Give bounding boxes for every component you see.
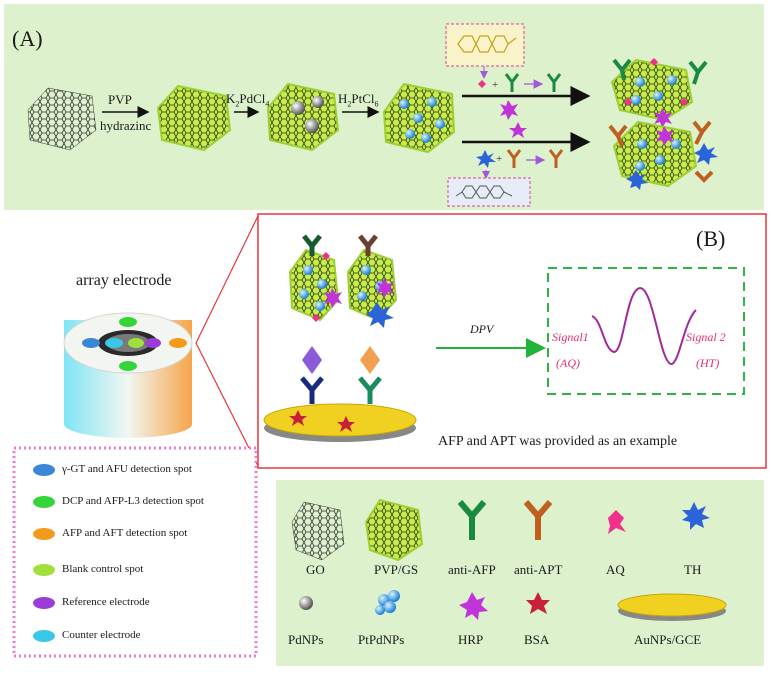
step3-h: H	[338, 91, 348, 106]
gce-disk-icon	[263, 403, 417, 437]
key-aunps-gce-label: AuNPs/GCE	[634, 632, 702, 647]
dpv-label: DPV	[470, 322, 494, 336]
step3-sub1: 2	[347, 99, 352, 109]
key-pdnps-icon	[299, 596, 313, 610]
legend-dot-1	[33, 496, 55, 508]
key-pvp-gs-label: PVP/GS	[374, 562, 419, 577]
th-structure-icon	[455, 185, 513, 199]
key-hrp-label: HRP	[458, 632, 484, 647]
step1-label-top: PVP	[108, 92, 132, 107]
legend-dot-5	[33, 630, 55, 642]
key-panel	[276, 480, 764, 666]
legend-label-1: DCP and AFP-L3 detection spot	[62, 495, 204, 507]
legend-label-4: Reference electrode	[62, 596, 150, 608]
legend-label-0: γ-GT and AFU detection spot	[62, 463, 192, 475]
key-aq-label: AQ	[606, 562, 625, 577]
legend-dot-3	[33, 564, 55, 576]
legend-label-2: AFP and AFT detection spot	[62, 527, 188, 539]
spot-counter-icon	[105, 338, 123, 348]
aq-structure-icon	[457, 35, 517, 53]
key-anti-apt-icon	[523, 500, 553, 540]
key-aq-icon	[608, 510, 626, 534]
legend-label-3: Blank control spot	[62, 563, 144, 575]
key-anti-apt-label: anti-APT	[514, 562, 563, 577]
probe-afp-product-icon	[610, 58, 708, 128]
key-th-label: TH	[684, 562, 702, 577]
spot-top-icon	[119, 317, 137, 327]
go-sheet-icon	[27, 87, 97, 151]
spot-right-icon	[169, 338, 187, 348]
step2-sub1: 2	[235, 99, 240, 109]
bsa-icon-2	[337, 416, 355, 432]
spot-bottom-icon	[119, 361, 137, 371]
spot-legend-box	[12, 446, 258, 658]
signal1-label: Signal1	[552, 330, 589, 344]
step2-sub2: 4	[265, 99, 270, 109]
probe-apt-b-icon	[346, 234, 398, 328]
ptpd-gs-sheet-icon	[382, 82, 456, 154]
zoom-line-top	[195, 215, 259, 344]
spot-reference-icon	[145, 338, 161, 348]
key-anti-afp-label: anti-AFP	[448, 562, 496, 577]
anti-apt-reagent-icon	[506, 149, 522, 168]
hrp-lower-icon	[509, 122, 527, 138]
bsa-icon-1	[289, 410, 307, 426]
pd-gs-sheet-icon	[266, 82, 340, 152]
legend-dot-2	[33, 528, 55, 540]
step2-k: K	[226, 91, 236, 106]
pvp-gs-sheet-icon	[156, 84, 232, 152]
probe-afp-b-icon	[288, 234, 342, 322]
th-structure-box	[447, 177, 531, 207]
anti-afp-reagent-icon	[504, 73, 520, 92]
signal2-sub-label: (HT)	[696, 356, 720, 370]
panel-b-label: (B)	[696, 226, 726, 251]
key-anti-afp-icon	[457, 500, 487, 540]
key-pvp-gs-icon	[364, 498, 424, 562]
afp-antigen-icon	[302, 346, 322, 374]
step2-pdcl: PdCl	[239, 91, 266, 106]
aq-marker-icon	[478, 80, 486, 88]
key-go-label: GO	[306, 562, 325, 577]
aq-structure-box	[445, 23, 525, 67]
legend-label-5: Counter electrode	[62, 629, 141, 641]
key-pdnps-label: PdNPs	[288, 632, 324, 647]
dpv-curve	[591, 286, 697, 365]
array-electrode-title: array electrode	[76, 272, 172, 289]
signal-box	[547, 267, 745, 395]
key-th-icon	[682, 502, 710, 530]
signal2-label: Signal 2	[686, 330, 726, 344]
array-electrode-icon	[63, 312, 193, 438]
step3-label: H2PtCl6	[338, 91, 379, 109]
plus-sign-lower: +	[496, 153, 502, 165]
hrp-upper-icon	[500, 100, 518, 120]
key-ptpdnps-icon	[375, 590, 400, 615]
key-bsa-icon	[526, 592, 550, 614]
anti-apt-labeled-icon	[548, 149, 564, 168]
step3-ptcl: PtCl	[351, 91, 375, 106]
signal1-sub-label: (AQ)	[556, 356, 580, 370]
panel-b-caption: AFP and APT was provided as an example	[438, 434, 678, 449]
panel-a-label: (A)	[12, 26, 43, 51]
legend-dot-4	[33, 597, 55, 609]
key-go-icon	[291, 501, 345, 561]
key-bsa-label: BSA	[524, 632, 550, 647]
plus-sign: +	[492, 79, 498, 91]
legend-dot-0	[33, 464, 55, 476]
th-marker-icon	[476, 150, 496, 168]
key-ptpdnps-label: PtPdNPs	[358, 632, 405, 647]
zoom-line-bottom	[195, 342, 259, 467]
spot-left-icon	[82, 338, 100, 348]
step1-label-bottom: hydrazinc	[100, 118, 152, 133]
step3-sub2: 6	[374, 99, 379, 109]
step2-label: K2PdCl4	[226, 91, 269, 109]
probe-apt-product-icon	[608, 120, 718, 190]
spot-blank-icon	[128, 338, 144, 348]
key-hrp-icon	[459, 592, 488, 620]
key-aunps-gce-icon	[617, 593, 727, 617]
apt-antigen-icon	[360, 346, 380, 374]
anti-afp-labeled-icon	[546, 73, 562, 92]
